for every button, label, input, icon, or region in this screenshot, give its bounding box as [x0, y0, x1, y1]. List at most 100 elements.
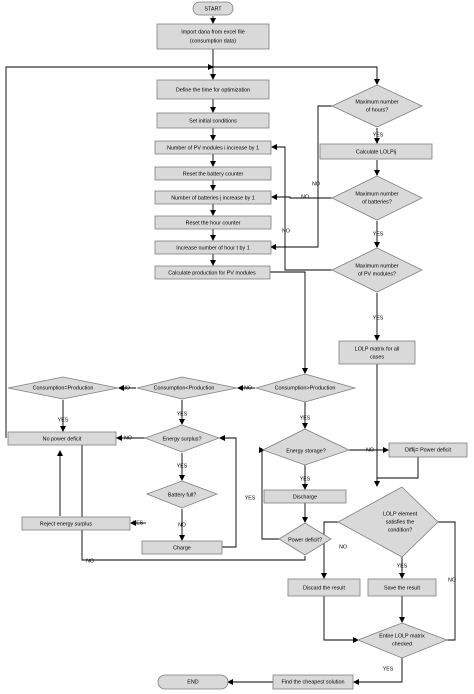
save-label: Save the result — [384, 585, 420, 591]
arrow-charge-loop — [219, 435, 237, 548]
max-batteries-line-1: Maximum number — [355, 191, 398, 197]
start-terminal: START — [192, 1, 234, 16]
start-label: START — [204, 6, 222, 12]
branch-labels: YES NO NO YES NO YES NO NO YES YES YES N… — [58, 132, 456, 672]
arrow-diff-element — [377, 457, 419, 479]
yes-label-deficit: YES — [245, 495, 256, 501]
no-label-deficit: NO — [86, 558, 94, 564]
no-label-battfull: NO — [178, 522, 186, 528]
hour-increase-box: Increase number of hour t by 1 — [154, 240, 272, 255]
batt-increase-label: Number of batteries j increase by 1 — [171, 195, 255, 201]
cheapest-label: Find the cheapest solution — [282, 679, 345, 685]
yes-label-battfull: YES — [133, 520, 144, 526]
no-label-conslt: NO — [122, 385, 130, 391]
define-time-box: Define the time for optimization — [156, 79, 270, 100]
max-hours-line-1: Maximum number — [355, 99, 398, 105]
set-initial-box: Set initial conditions — [156, 112, 270, 129]
lolp-element-line-2: satisfies the — [386, 519, 414, 525]
arrow-maxbatt-no — [271, 194, 332, 200]
diff-power-deficit-label: Diffij= Power deficit — [405, 447, 451, 453]
cons-lt-prod-diamond: Consumption<Production — [136, 376, 238, 400]
lolp-matrix-box: LOLP matrix for all cases — [338, 340, 416, 365]
yes-label-maxbatt: YES — [373, 231, 384, 237]
entire-checked-diamond: Entire LOLP matrix checked — [356, 622, 449, 659]
no-label-maxpv: NO — [282, 228, 290, 234]
max-pv-line-1: Maximum number — [355, 263, 398, 269]
cons-gt-prod-diamond: Consumption>Production — [254, 373, 357, 403]
arrow-maxhours-no — [270, 105, 332, 250]
reset-hour-label: Reset the hour counter — [186, 220, 241, 226]
discard-box: Discard the result — [287, 578, 361, 597]
energy-surplus-label: Energy surplus? — [163, 436, 202, 442]
end-terminal: END — [157, 674, 229, 690]
cons-eq-prod-diamond: Consumption=Production — [7, 376, 119, 400]
discard-label: Discard the result — [303, 585, 345, 591]
reset-hour-box: Reset the hour counter — [154, 215, 272, 230]
yes-label-maxhours: YES — [373, 132, 384, 138]
set-initial-label: Set initial conditions — [189, 118, 237, 124]
energy-surplus-diamond: Energy surplus? — [143, 424, 221, 453]
arrow-to-maxhours — [213, 66, 380, 85]
battery-full-diamond: Battery full? — [145, 480, 219, 509]
arrow-discard-entire — [323, 596, 359, 643]
yes-label-conseq: YES — [58, 417, 69, 423]
battery-full-label: Battery full? — [168, 492, 196, 498]
yes-label-surplus: YES — [177, 463, 188, 469]
discharge-box: Discharge — [263, 489, 347, 504]
diff-power-deficit-box: Diffij= Power deficit — [388, 442, 468, 458]
reset-battery-box: Reset the battery counter — [154, 166, 272, 181]
no-label-entire: NO — [448, 577, 456, 583]
import-line-2: (consumption data) — [190, 38, 236, 44]
no-label-storage: NO — [366, 447, 374, 453]
reject-surplus-label: Reject energy surplus — [40, 521, 92, 527]
yes-label-maxpv: YES — [373, 315, 384, 321]
max-hours-line-2: of hours? — [366, 107, 388, 113]
power-deficit-diamond: Power deficit? — [278, 522, 332, 556]
no-label-consgt: NO — [244, 385, 252, 391]
calc-lolp-box: Calculate LOLPij — [319, 143, 433, 160]
no-label-maxbatt: NO — [301, 194, 309, 200]
end-label: END — [187, 679, 198, 685]
max-batteries-diamond: Maximum number of batteries? — [331, 175, 423, 221]
import-box: Import dana from excel file (consumption… — [156, 23, 270, 50]
cons-gt-prod-label: Consumption>Production — [275, 385, 336, 391]
save-box: Save the result — [367, 578, 437, 597]
reject-surplus-box: Reject energy surplus — [21, 516, 131, 531]
calc-production-label: Calculate production for PV modules — [168, 270, 256, 276]
connectors — [5, 16, 456, 685]
reset-battery-label: Reset the battery counter — [183, 171, 244, 177]
lolp-matrix-line-1: LOLP matrix for all — [355, 346, 400, 352]
energy-storage-label: Energy storage? — [286, 448, 326, 454]
lolp-element-line-3: condition? — [388, 527, 413, 533]
calc-lolp-label: Calculate LOLPij — [356, 149, 396, 155]
yes-label-storage: YES — [300, 476, 311, 482]
discharge-label: Discharge — [293, 494, 317, 500]
arrow-entire-yes — [353, 675, 403, 685]
max-batteries-line-2: of batteries? — [362, 199, 392, 205]
hour-increase-label: Increase number of hour t by 1 — [176, 245, 249, 251]
charge-box: Charge — [141, 540, 223, 555]
pv-increase-label: Number of PV modules i increase by 1 — [167, 145, 259, 151]
max-hours-diamond: Maximum number of hours? — [331, 84, 423, 128]
lolp-element-line-1: LOLP element — [383, 511, 418, 517]
no-label-maxhours: NO — [312, 181, 320, 187]
no-label-element: NO — [339, 544, 347, 550]
no-power-deficit-label: No power deficit — [43, 436, 82, 442]
energy-storage-diamond: Energy storage? — [261, 428, 351, 466]
cheapest-box: Find the cheapest solution — [272, 674, 354, 690]
max-pv-line-2: of PV modules? — [358, 271, 396, 277]
no-label-surplus: NO — [124, 435, 132, 441]
arrow-element-no — [321, 521, 338, 579]
batt-increase-box: Number of batteries j increase by 1 — [154, 190, 272, 205]
lolp-matrix-line-2: cases — [370, 354, 384, 360]
cons-eq-prod-label: Consumption=Production — [33, 385, 94, 391]
yes-label-consgt: YES — [300, 415, 311, 421]
pv-increase-box: Number of PV modules i increase by 1 — [154, 140, 272, 155]
max-pv-diamond: Maximum number of PV modules? — [331, 247, 423, 293]
calc-production-box: Calculate production for PV modules — [154, 265, 271, 280]
yes-label-conslt: YES — [177, 411, 188, 417]
charge-label: Charge — [173, 545, 191, 551]
power-deficit-label: Power deficit? — [288, 537, 322, 543]
arrow-nodeficit-loop — [5, 64, 214, 438]
